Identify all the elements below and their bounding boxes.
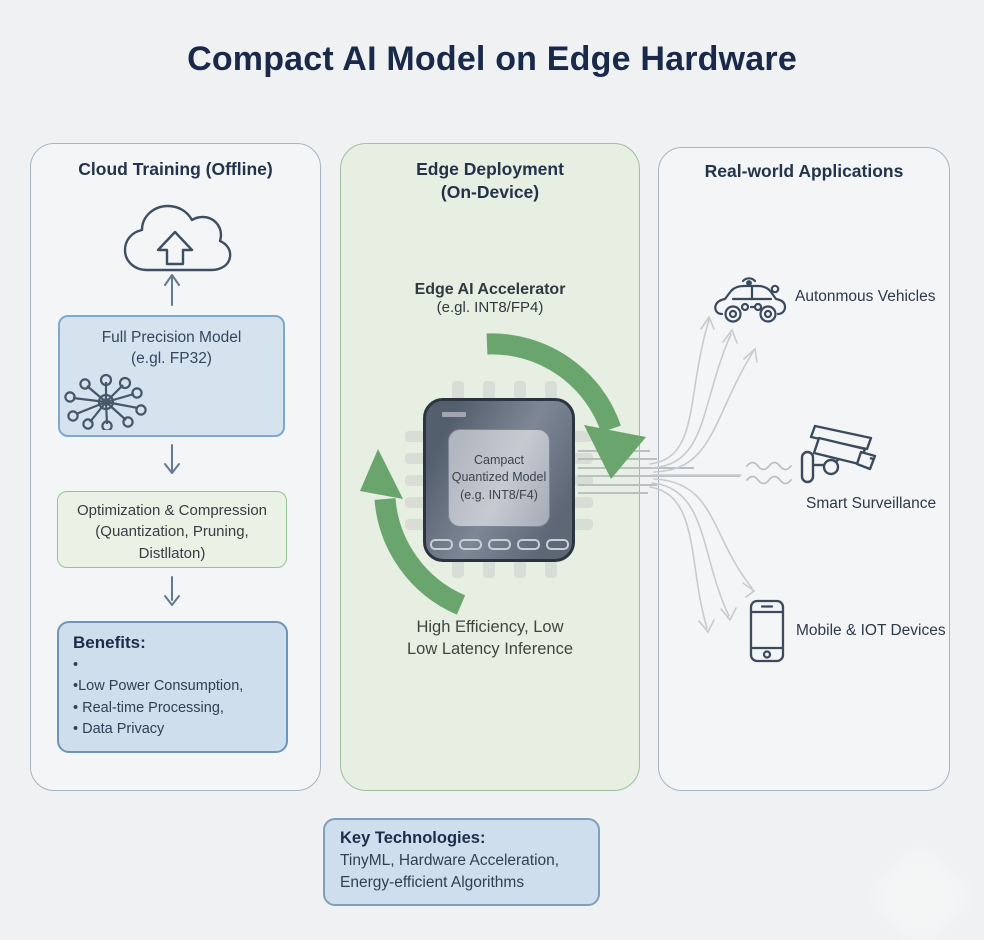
chip-label-line1: Campact [473, 452, 525, 467]
chip-icon: Campact Quantized Model (e.g. INT8/F4) [423, 398, 575, 562]
caption-line2: Low Latency Inference [406, 640, 574, 659]
edge-panel-title: Edge Deployment (On-Device) [340, 158, 640, 204]
key-technologies-line1: TinyML, Hardware Acceleration, [340, 852, 560, 869]
optimization-line2: (Quantization, Pruning, [95, 523, 249, 541]
full-precision-line2: (e.gl. FP32) [131, 349, 212, 367]
optimization-compression-box: Optimization & Compression (Quantization… [57, 491, 287, 568]
benefits-item: •Low Power Consumption, [73, 678, 244, 695]
edge-title-line2: (On-Device) [440, 181, 540, 202]
optimization-line1: Optimization & Compression [76, 502, 268, 519]
edge-ai-accelerator-label: Edge AI Accelerator (e.gl. INT8/FP4) [340, 281, 640, 316]
cloud-panel-title: Cloud Training (Offline) [78, 159, 273, 179]
chip-label-line2: Quantized Model [451, 470, 547, 485]
full-precision-model-box: Full Precision Model (e.gl. FP32) [58, 315, 285, 437]
key-technologies-heading: Key Technologies: [340, 829, 486, 847]
page-title: Compact AI Model on Edge Hardware [187, 40, 797, 78]
caption-line1: High Efficiency, Low [416, 618, 564, 636]
benefits-box: Benefits: • •Low Power Consumption, • Re… [57, 621, 288, 753]
benefits-heading: Benefits: [73, 633, 146, 652]
mobile-iot-devices-label: Mobile & IOT Devices [796, 622, 946, 639]
benefits-item: • Data Privacy [73, 721, 165, 738]
autonomous-vehicles-label: Autonmous Vehicles [795, 288, 936, 305]
key-technologies-line2: Energy-efficient Algorithms [340, 874, 525, 891]
neural-network-icon [64, 373, 147, 430]
cctv-camera-icon [800, 424, 877, 484]
efficiency-caption: High Efficiency, Low Low Latency Inferen… [340, 616, 640, 661]
full-precision-line1: Full Precision Model [101, 329, 242, 346]
smart-surveillance-label: Smart Surveillance [806, 495, 937, 512]
accelerator-line1: Edge AI Accelerator [414, 281, 566, 298]
edge-title-line1: Edge Deployment [416, 159, 564, 179]
autonomous-car-icon [714, 277, 787, 323]
quantized-model-label: Campact Quantized Model (e.g. INT8/F4) [448, 429, 550, 527]
smartphone-icon [749, 599, 785, 663]
applications-panel-title: Real-world Applications [704, 161, 904, 181]
benefits-item: • Real-time Processing, [73, 699, 224, 716]
chip-bottom-pads [426, 539, 572, 550]
chip-marking [442, 412, 466, 417]
key-technologies-box: Key Technologies: TinyML, Hardware Accel… [323, 818, 600, 906]
watermark-shape [867, 842, 975, 940]
chip-label-line3: (e.g. INT8/F4) [460, 487, 538, 502]
accelerator-line2: (e.gl. INT8/FP4) [436, 299, 544, 316]
benefits-item: • [73, 657, 79, 673]
optimization-line3: Distllaton) [138, 544, 206, 562]
cloud-upload-icon [123, 204, 232, 272]
